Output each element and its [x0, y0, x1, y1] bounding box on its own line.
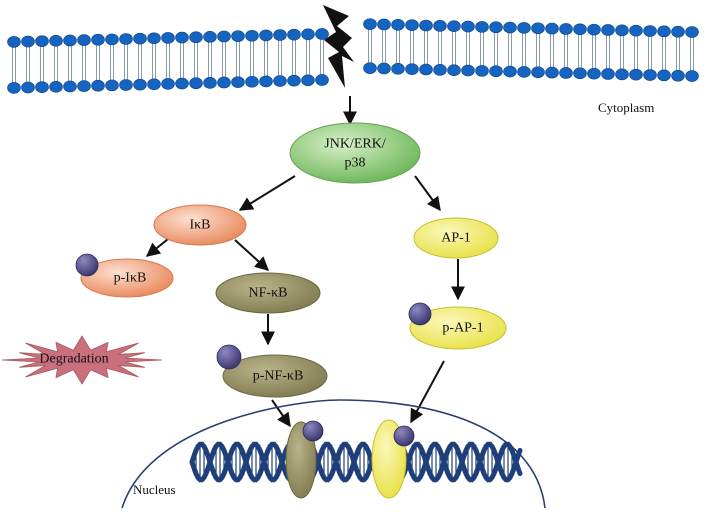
arrow-ikb-to-nfkb — [234, 239, 270, 271]
nucleus-label: Nucleus — [133, 482, 176, 497]
ikb-label: IκB — [189, 218, 210, 233]
node-nfkb: NF-κB — [215, 272, 321, 314]
node-ap1: AP-1 — [413, 217, 499, 259]
phosphate-icon — [302, 420, 324, 442]
mapk-label-line1: JNK/ERK/ — [324, 137, 386, 152]
arrow-p-nfkb-to-dna — [271, 399, 291, 428]
degradation-starburst: Degradation — [1, 335, 163, 385]
dna-bound-ap1 — [371, 419, 415, 499]
phosphate-icon — [75, 253, 99, 277]
degradation-label: Degradation — [39, 352, 108, 367]
mapk-label-line2: p38 — [345, 156, 366, 171]
node-mapk: JNK/ERK/ p38 — [289, 122, 421, 184]
cell-membrane — [7, 18, 699, 94]
nfkb-label: NF-κB — [249, 286, 288, 301]
p-ikb-label: p-IκB — [114, 271, 147, 286]
dna-double-helix — [189, 441, 523, 483]
p-ap1-label: p-AP-1 — [442, 321, 483, 336]
node-p-ap1: p-AP-1 — [408, 302, 507, 350]
phosphate-icon — [393, 425, 415, 447]
node-p-nfkb: p-NF-κB — [216, 344, 328, 398]
arrow-p-ap1-to-dna — [410, 360, 445, 424]
cytoplasm-label: Cytoplasm — [598, 100, 654, 115]
pathway-arrows — [145, 96, 465, 428]
lightning-bolt-icon — [323, 5, 354, 88]
phosphate-icon — [408, 302, 432, 326]
phosphate-icon — [216, 344, 242, 370]
arrow-mapk-to-ikb — [238, 175, 296, 211]
dna-bound-nfkb — [285, 420, 324, 499]
node-p-ikb: p-IκB — [75, 253, 174, 298]
p-nfkb-label: p-NF-κB — [253, 369, 304, 384]
node-ikb: IκB — [153, 204, 247, 246]
arrow-mapk-to-ap1 — [414, 175, 441, 212]
ap1-label: AP-1 — [441, 231, 471, 246]
arrow-ikb-to-p-ikb — [145, 238, 169, 257]
